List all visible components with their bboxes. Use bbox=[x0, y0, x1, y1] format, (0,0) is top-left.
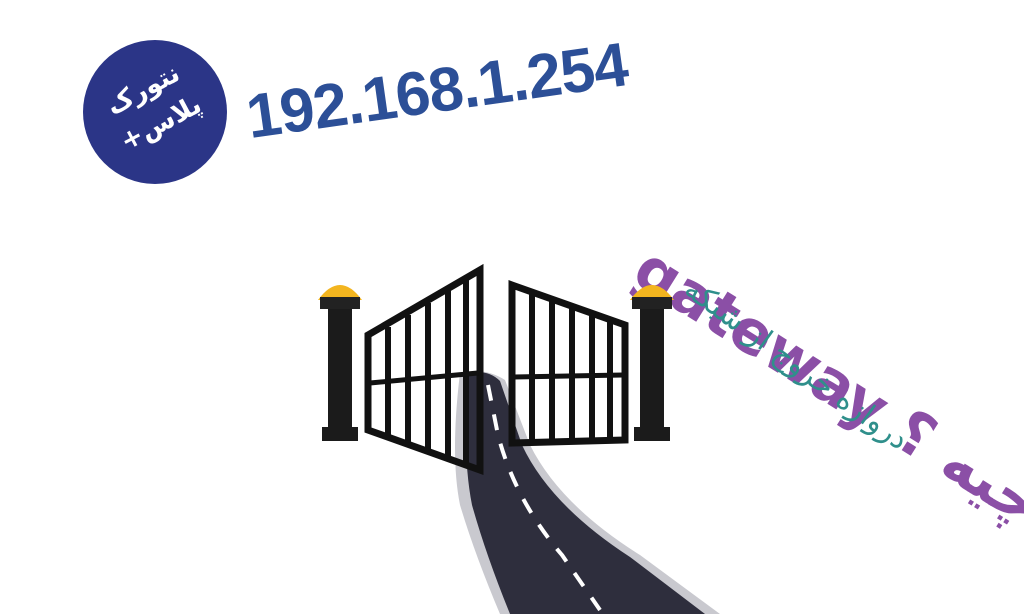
road-icon bbox=[455, 371, 720, 614]
gate-illustration bbox=[318, 263, 720, 614]
lamp-icon bbox=[318, 285, 362, 441]
lamp-icon bbox=[630, 285, 674, 441]
gate-icon bbox=[364, 263, 484, 475]
ip-address: 192.168.1.254 bbox=[242, 30, 632, 153]
brand-badge: نتورک پلاس+ bbox=[83, 40, 227, 184]
gate-icon bbox=[508, 280, 629, 447]
brand-badge-text: نتورک پلاس+ bbox=[71, 39, 234, 174]
